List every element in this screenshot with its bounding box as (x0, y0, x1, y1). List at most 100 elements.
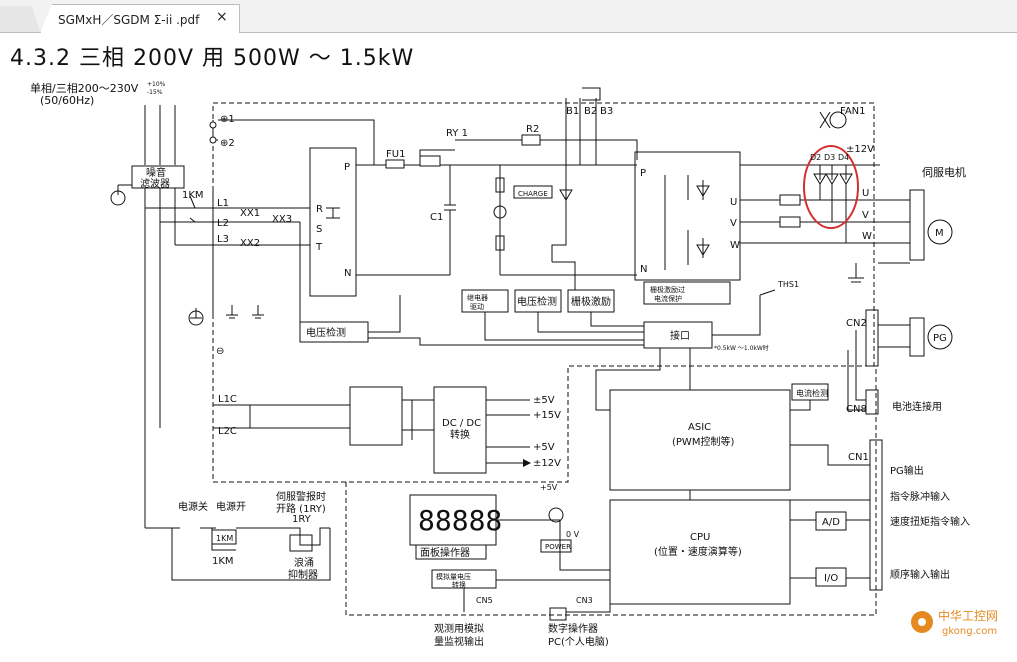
b1-label: B1 (566, 106, 579, 117)
watermark-url: gkong.com (942, 626, 997, 637)
l1c-label: L1C (218, 394, 237, 405)
pg-label: PG (933, 333, 947, 344)
km-contact-label: 1KM (216, 534, 233, 543)
panel-label: 面板操作器 (420, 546, 470, 559)
xx2-label: XX2 (240, 238, 260, 249)
surge-label-2: 抑制器 (288, 568, 318, 581)
inverter-n: N (640, 264, 647, 275)
terminal-plus2: ⊕2 (220, 138, 235, 149)
noise-filter-label-2: 滤波器 (140, 177, 170, 190)
digital-operator-label-2: PC(个人电脑) (548, 635, 609, 648)
interface-note: *0.5kW ～1.0kW时 (714, 344, 769, 352)
tolerance-plus: +10% (147, 81, 166, 88)
d2-label: D2 (810, 153, 821, 162)
dcdc-label-2: 转换 (450, 428, 470, 441)
charge-label: CHARGE (518, 190, 548, 198)
alarm-label-2: 开路 (1RY) (276, 502, 326, 515)
xx3-label: XX3 (272, 214, 292, 225)
pm5v-label: ±5V (533, 395, 555, 406)
p-label: P (344, 162, 350, 173)
watermark-gear-icon (911, 611, 933, 633)
alarm-label-1: 伺服警报时 (276, 490, 326, 503)
cn8-label: CN8 (846, 404, 867, 415)
pm12v-label: ±12V (533, 458, 561, 469)
interface-label: 接口 (670, 329, 690, 342)
seven-segment-display: 88888 (418, 504, 502, 537)
1ry-label: 1RY (292, 514, 312, 525)
motor-m: M (935, 228, 944, 239)
fu1-label: FU1 (386, 149, 405, 160)
t-label: T (315, 242, 323, 253)
digital-operator-label-1: 数字操作器 (548, 622, 598, 635)
b3-label: B3 (600, 106, 613, 117)
close-icon[interactable]: × (216, 9, 228, 25)
w-label-inv: W (730, 240, 740, 251)
r-label: R (316, 204, 323, 215)
watermark-text: 中华工控网 (938, 608, 998, 623)
speed-torque-label: 速度扭矩指令输入 (890, 515, 970, 528)
ths1-label: THS1 (777, 280, 799, 289)
analog-conv-2: 转换 (452, 580, 466, 589)
gate-drive-label: 栅极激励 (571, 295, 611, 308)
asic-subtitle: (PWM控制等) (672, 435, 734, 448)
l3-label: L3 (217, 234, 229, 245)
page-title: 4.3.2 三相 200V 用 500W ～ 1.5kW (10, 46, 415, 71)
tolerance-minus: -15% (147, 89, 163, 96)
cn3-label: CN3 (576, 596, 593, 605)
led-0v-label: 0 V (566, 530, 580, 539)
v-label: V (862, 210, 869, 221)
battery-label: 电池连接用 (892, 400, 942, 413)
relay-drive-1: 继电器 (467, 293, 488, 302)
pulse-input-label: 指令脉冲输入 (890, 490, 950, 503)
p5v-label: +5V (533, 442, 555, 453)
l1-label: L1 (217, 198, 229, 209)
relay-drive-2: 驱动 (470, 302, 484, 311)
volt-detect-lower: 电压检测 (306, 326, 346, 339)
previous-tab[interactable] (0, 6, 40, 32)
volt-detect-label: 电压检测 (517, 295, 557, 308)
u-label: U (862, 188, 869, 199)
cn5-label: CN5 (476, 596, 493, 605)
r2-label: R2 (526, 124, 539, 135)
cpu-subtitle: (位置・速度演算等) (654, 545, 742, 558)
km-label: 1KM (182, 190, 204, 201)
supply-frequency: (50/60Hz) (40, 94, 94, 107)
io-label: I/O (824, 573, 838, 584)
asic-title: ASIC (688, 422, 711, 433)
motor-title: 伺服电机 (922, 165, 966, 179)
l2-label: L2 (217, 218, 229, 229)
fan-label: FAN1 (840, 106, 866, 117)
supply-label: 单相/三相200～230V (30, 82, 139, 95)
tab-bar: SGMxH／SGDM Σ-ii .pdf × (0, 0, 1017, 33)
noise-filter-label-1: 噪音 (146, 166, 166, 179)
xx1-label: XX1 (240, 208, 260, 219)
s-label: S (316, 224, 322, 235)
l2c-label: L2C (218, 426, 237, 437)
n-label: N (344, 268, 351, 279)
terminal-plus1: ⊕1 (220, 114, 235, 125)
km-coil-label: 1KM (212, 556, 234, 567)
surge-label-1: 浪涌 (294, 556, 314, 569)
dcdc-label-1: DC / DC (442, 418, 481, 429)
highlight-circle (803, 145, 859, 229)
fan-voltage: ±12V (846, 144, 874, 155)
p15v-label: +15V (533, 410, 561, 421)
led-5v-label: +5V (540, 483, 558, 492)
analog-output-label-2: 量监视输出 (434, 635, 484, 648)
inverter-p: P (640, 168, 646, 179)
tab-title[interactable]: SGMxH／SGDM Σ-ii .pdf (58, 13, 200, 27)
gate-protect-1: 栅极激励过 (650, 285, 685, 294)
terminal-minus: ⊖ (216, 346, 224, 357)
analog-conv-1: 模拟量电压 (436, 572, 471, 581)
d3-label: D3 (824, 153, 835, 162)
power-led-label: POWER (545, 543, 571, 551)
cn1-label: CN1 (848, 452, 869, 463)
current-detect-label: 电流检测 (796, 388, 828, 398)
power-off-label: 电源关 (178, 500, 208, 513)
c1-label: C1 (430, 212, 443, 223)
d4-label: D4 (838, 153, 849, 162)
ad-label: A/D (822, 517, 840, 528)
ry1-label: RY 1 (446, 128, 468, 139)
v-label-inv: V (730, 218, 737, 229)
u-label-inv: U (730, 197, 737, 208)
